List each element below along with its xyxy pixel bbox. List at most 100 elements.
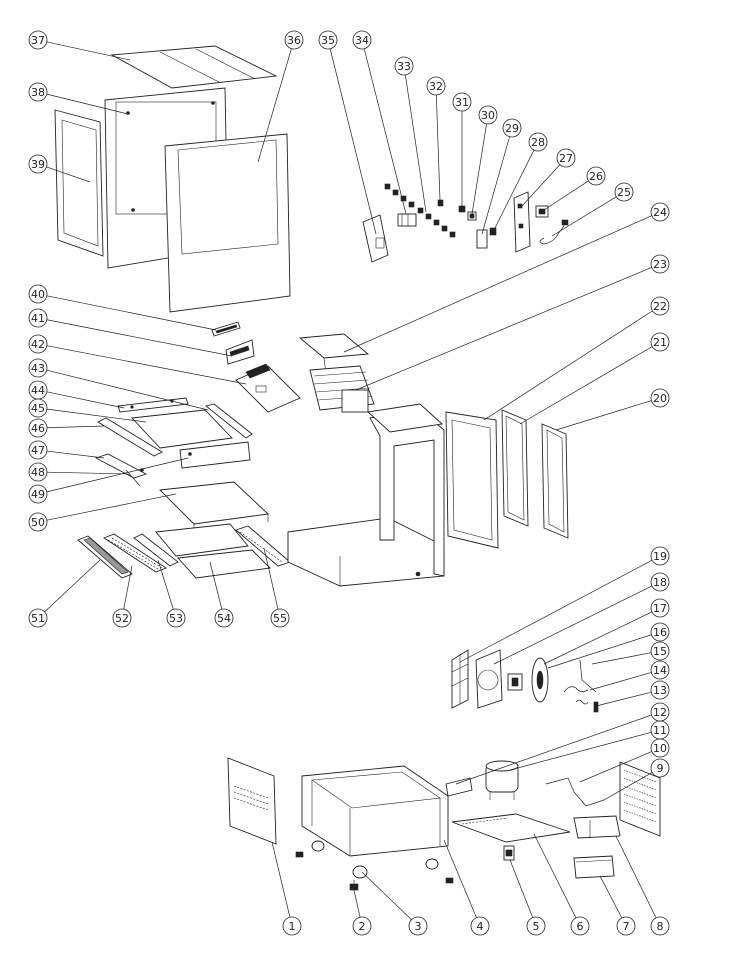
callout-27: 27 <box>521 148 576 207</box>
top-cover-panel <box>110 45 278 89</box>
callout-number-55: 55 <box>273 612 287 625</box>
leader-line-46 <box>46 425 105 429</box>
callout-number-39: 39 <box>31 158 45 171</box>
shelf-plate-45 <box>131 409 233 449</box>
callout-number-4: 4 <box>477 920 484 933</box>
callout-number-33: 33 <box>397 60 411 73</box>
callout-23: 23 <box>355 254 670 391</box>
callout-number-15: 15 <box>653 645 667 658</box>
callout-balloon-20 <box>650 388 670 408</box>
guide-47 <box>94 453 148 479</box>
leader-line-54 <box>209 561 223 610</box>
drain-pan-6 <box>451 813 571 843</box>
leader-line-21 <box>519 346 653 425</box>
callout-42: 42 <box>28 334 247 385</box>
callout-51: 51 <box>28 559 101 628</box>
callout-number-27: 27 <box>559 152 573 165</box>
valve-5 <box>503 845 515 861</box>
callout-balloon-31 <box>452 92 472 112</box>
connector-row <box>384 183 456 238</box>
callout-number-24: 24 <box>653 206 667 219</box>
leader-line-39 <box>46 166 91 183</box>
capacitor <box>476 229 488 249</box>
side-panel-left <box>54 109 104 257</box>
callout-number-48: 48 <box>31 466 45 479</box>
callout-balloon-30 <box>478 105 498 125</box>
callout-22: 22 <box>483 296 670 421</box>
bracket-49 <box>179 441 251 469</box>
callout-balloon-53 <box>166 608 186 628</box>
callout-50: 50 <box>28 493 177 532</box>
callout-number-9: 9 <box>657 762 664 775</box>
callout-number-22: 22 <box>653 300 667 313</box>
callout-7: 7 <box>599 875 636 936</box>
callout-34: 34 <box>352 30 407 215</box>
callout-38: 38 <box>28 82 129 115</box>
callout-29: 29 <box>481 118 522 235</box>
leader-line-32 <box>435 94 441 201</box>
callout-balloon-3 <box>408 916 428 936</box>
leader-line-53 <box>157 559 174 610</box>
callout-number-23: 23 <box>653 258 667 271</box>
cabinet-body <box>287 403 445 587</box>
leader-line-45 <box>46 408 147 423</box>
callout-1: 1 <box>271 841 302 936</box>
callout-number-41: 41 <box>31 312 45 325</box>
callout-40: 40 <box>28 284 217 331</box>
callout-balloon-14 <box>650 660 670 680</box>
callout-balloon-39 <box>28 154 48 174</box>
callout-number-30: 30 <box>481 109 495 122</box>
callout-2: 2 <box>352 889 372 936</box>
callout-number-17: 17 <box>653 602 667 615</box>
callout-number-36: 36 <box>287 34 301 47</box>
leader-line-41 <box>46 319 233 357</box>
leader-line-8 <box>615 835 657 919</box>
leader-line-26 <box>543 180 589 211</box>
callout-balloon-2 <box>352 916 372 936</box>
callout-balloon-42 <box>28 334 48 354</box>
caster-wheel-3 <box>311 840 439 879</box>
compressor-11 <box>485 760 519 800</box>
callout-number-40: 40 <box>31 288 45 301</box>
callout-26: 26 <box>543 166 606 211</box>
callout-number-50: 50 <box>31 516 45 529</box>
callout-36: 36 <box>257 30 304 163</box>
leader-line-11 <box>509 731 652 771</box>
callout-28: 28 <box>493 132 548 231</box>
callout-balloon-17 <box>650 598 670 618</box>
fan-shroud-18 <box>475 649 503 709</box>
callout-16: 16 <box>547 622 670 669</box>
callout-balloon-27 <box>556 148 576 168</box>
callout-number-38: 38 <box>31 86 45 99</box>
callout-49: 49 <box>28 457 189 504</box>
callout-balloon-41 <box>28 308 48 328</box>
callout-number-51: 51 <box>31 612 45 625</box>
callout-balloon-9 <box>650 758 670 778</box>
leader-line-24 <box>343 215 652 353</box>
callout-balloon-25 <box>614 182 634 202</box>
leader-line-22 <box>483 310 653 421</box>
callout-balloon-36 <box>284 30 304 50</box>
leader-line-6 <box>533 833 577 919</box>
callout-balloon-35 <box>318 30 338 50</box>
callout-balloon-21 <box>650 332 670 352</box>
callout-number-19: 19 <box>653 550 667 563</box>
spring-clip-14 <box>563 686 589 693</box>
callout-number-44: 44 <box>31 384 45 397</box>
callout-number-11: 11 <box>653 724 667 737</box>
callout-balloon-19 <box>650 546 670 566</box>
callout-balloon-1 <box>282 916 302 936</box>
terminal-block <box>397 213 417 227</box>
leader-line-2 <box>353 889 361 918</box>
callout-balloon-26 <box>586 166 606 186</box>
leader-line-15 <box>591 652 652 665</box>
callout-32: 32 <box>426 76 446 201</box>
callout-8: 8 <box>615 835 670 936</box>
side-rail-43 <box>205 403 253 439</box>
leader-line-20 <box>555 400 652 431</box>
callout-number-5: 5 <box>533 920 540 933</box>
rail-clip-41 <box>225 339 255 365</box>
callout-balloon-15 <box>650 641 670 661</box>
leader-line-48 <box>46 471 131 475</box>
leader-line-18 <box>493 585 653 665</box>
